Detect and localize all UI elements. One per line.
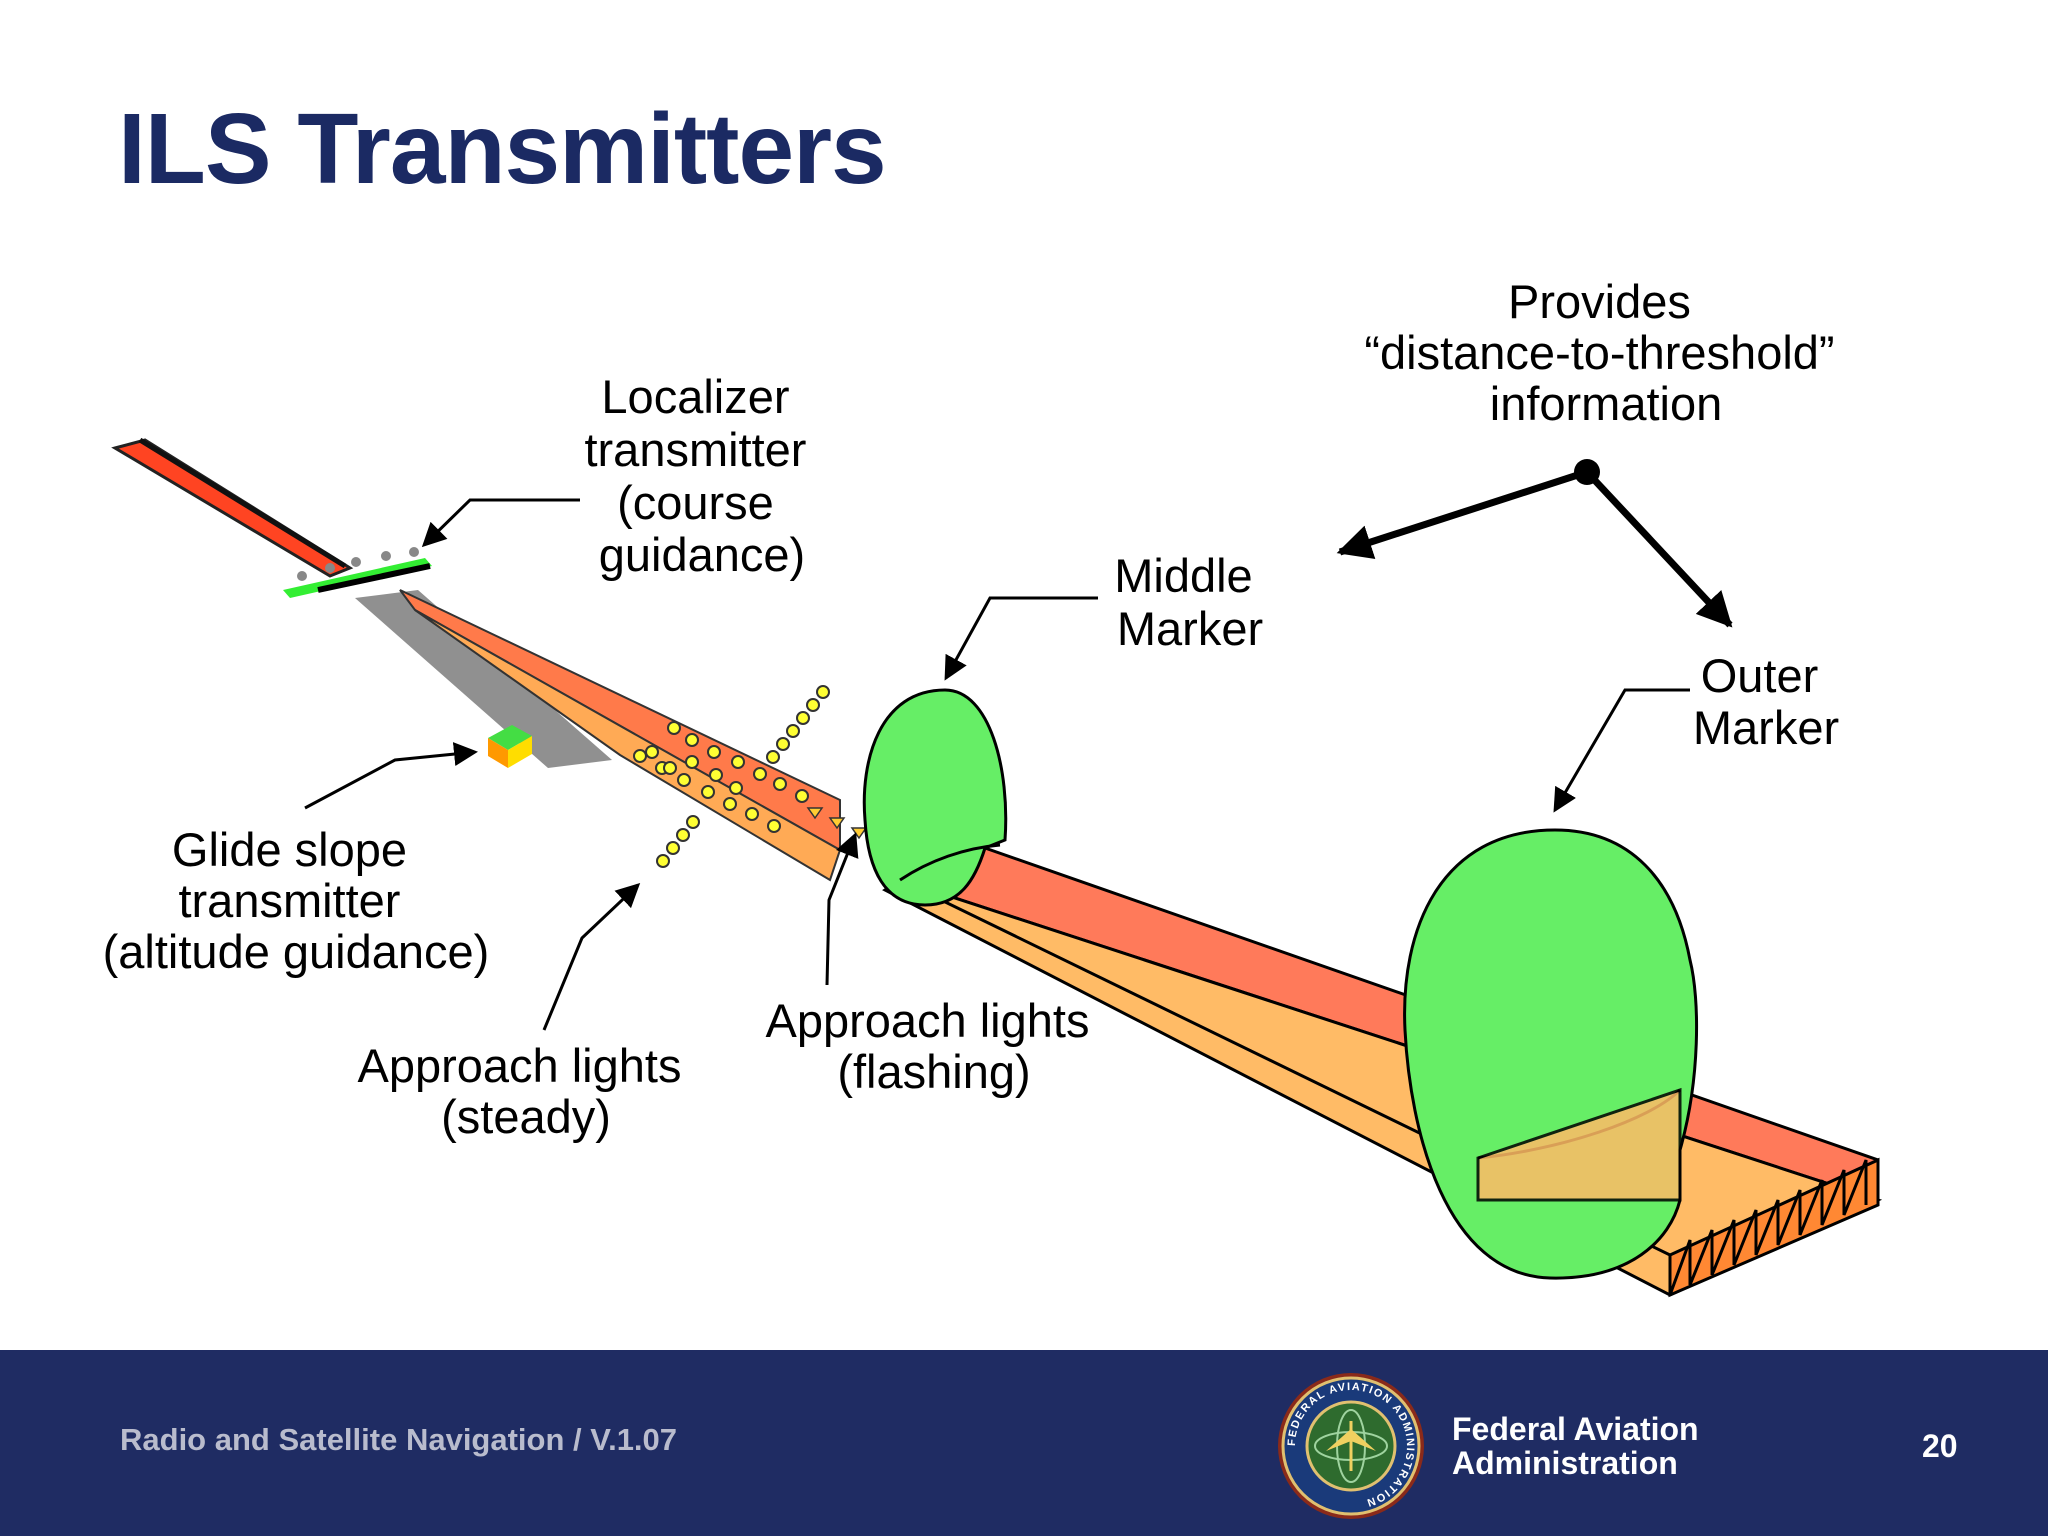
localizer-antenna: [283, 547, 432, 598]
approach-flashing-line-1: Approach lights: [765, 994, 1089, 1047]
middle-marker-arrow: [944, 596, 1098, 681]
middle-marker-label: Middle Marker: [1114, 549, 1266, 655]
localizer-arrow: [421, 498, 580, 548]
provides-label: Provides “distance-to-threshold” informa…: [1364, 275, 1847, 430]
provides-line-2: “distance-to-threshold”: [1364, 326, 1834, 379]
slide-title: ILS Transmitters: [118, 93, 887, 205]
agency-name: Federal Aviation Administration: [1452, 1412, 1699, 1480]
localizer-line-4: guidance): [599, 528, 805, 581]
outer-marker-line-2: Marker: [1693, 701, 1839, 754]
approach-lights-steady: [633, 685, 830, 868]
runway: [355, 590, 612, 768]
glide-slope-cube: [488, 725, 532, 768]
localizer-line-3: (course: [617, 476, 774, 529]
outer-marker-label: Outer Marker: [1693, 649, 1839, 754]
glide-slope-line-1: Glide slope: [172, 823, 407, 876]
glide-slope-line-2: transmitter: [178, 874, 400, 927]
approach-flashing-arrow: [825, 832, 859, 986]
glide-slope-label: Glide slope transmitter (altitude guidan…: [103, 823, 490, 978]
outer-marker-lobe: [1403, 828, 1699, 1280]
outer-marker-line-1: Outer: [1701, 649, 1819, 702]
agency-line-2: Administration: [1452, 1445, 1678, 1481]
faa-seal-icon: FEDERAL AVIATION ADMINISTRATION: [1278, 1373, 1424, 1519]
outer-marker-arrow: [1553, 688, 1690, 813]
approach-steady-arrow: [542, 882, 641, 1031]
localizer-line-1: Localizer: [601, 370, 789, 423]
agency-line-1: Federal Aviation: [1452, 1411, 1699, 1447]
middle-marker-line-2: Marker: [1117, 602, 1263, 655]
approach-flashing-label: Approach lights (flashing): [765, 994, 1102, 1098]
provides-line-1: Provides: [1508, 275, 1691, 328]
localizer-line-2: transmitter: [584, 423, 806, 476]
provides-arrow-right: [1584, 469, 1733, 628]
footer-bar: Radio and Satellite Navigation / V.1.07 …: [0, 1350, 2048, 1536]
approach-flashing-line-2: (flashing): [837, 1045, 1030, 1098]
course-title: Radio and Satellite Navigation / V.1.07: [120, 1422, 678, 1457]
middle-marker-line-1: Middle: [1114, 549, 1252, 602]
provides-line-3: information: [1490, 377, 1723, 430]
approach-steady-line-1: Approach lights: [357, 1039, 681, 1092]
beam-near: [399, 589, 841, 852]
glide-slope-line-3: (altitude guidance): [103, 925, 490, 978]
approach-steady-line-2: (steady): [441, 1090, 611, 1143]
approach-steady-label: Approach lights (steady): [357, 1039, 694, 1143]
localizer-label: Localizer transmitter (course guidance): [584, 370, 819, 581]
beam-near-lower: [414, 609, 842, 882]
ils-diagram: Provides “distance-to-threshold” informa…: [103, 275, 1883, 1298]
beam-end-sawtooth: [1668, 1157, 1880, 1298]
localizer-back-beam: [111, 438, 354, 578]
middle-marker-lobe: [862, 688, 1008, 907]
provides-arrow-left: [1336, 468, 1589, 559]
page-number: 20: [1922, 1428, 1958, 1464]
glide-slope-arrow: [304, 742, 478, 810]
